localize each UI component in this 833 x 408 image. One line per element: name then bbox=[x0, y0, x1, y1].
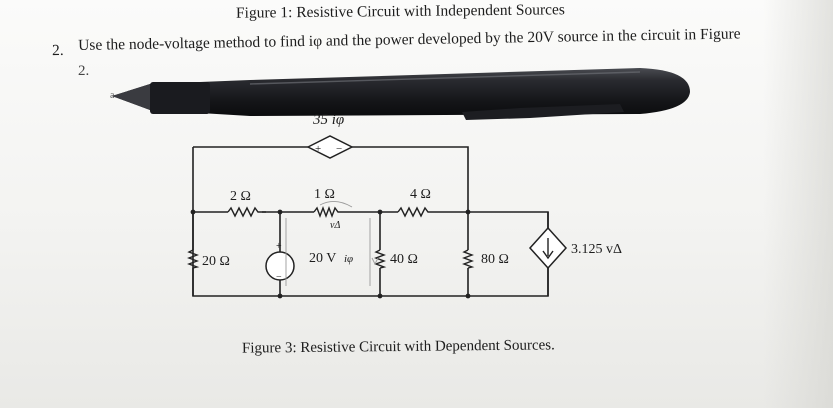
label-20v: 20 V bbox=[309, 251, 336, 266]
independent-voltage-source bbox=[265, 251, 295, 281]
source-plus-sign: + bbox=[276, 241, 282, 252]
margin-mark: a bbox=[110, 90, 115, 101]
label-4ohm: 4 Ω bbox=[410, 187, 431, 202]
label-2ohm: 2 Ω bbox=[230, 189, 251, 204]
circuit-wires bbox=[192, 146, 549, 297]
resistor-20ohm bbox=[187, 249, 200, 269]
label-minus: − bbox=[336, 143, 342, 155]
label-20ohm: 20 Ω bbox=[202, 254, 230, 269]
pen bbox=[112, 68, 690, 120]
dependent-current-source bbox=[528, 226, 568, 270]
resistor-2ohm bbox=[227, 206, 266, 218]
resistor-4ohm bbox=[397, 206, 432, 218]
label-plus: + bbox=[315, 143, 321, 155]
source-minus-sign: − bbox=[276, 272, 282, 283]
label-80ohm: 80 Ω bbox=[481, 252, 509, 267]
resistor-40ohm bbox=[374, 249, 387, 269]
label-40ohm: 40 Ω bbox=[390, 252, 418, 267]
label-i-phi: iφ bbox=[344, 253, 353, 265]
label-dependent-voltage: 35 iφ bbox=[312, 112, 344, 128]
resistor-80ohm bbox=[462, 249, 475, 269]
label-dependent-current: 3.125 vΔ bbox=[571, 242, 622, 257]
figure-3-caption: Figure 3: Resistive Circuit with Depende… bbox=[241, 337, 555, 357]
resistor-1ohm bbox=[313, 206, 342, 218]
dependent-voltage-source bbox=[306, 135, 354, 159]
label-1ohm: 1 Ω bbox=[314, 187, 335, 202]
label-v-delta: vΔ bbox=[330, 220, 340, 231]
resistors bbox=[187, 206, 475, 269]
pencil-marks bbox=[285, 201, 379, 286]
node-dots bbox=[190, 209, 471, 299]
question-continuation: 2. bbox=[78, 63, 90, 79]
paper-edge-shadow bbox=[763, 0, 833, 408]
